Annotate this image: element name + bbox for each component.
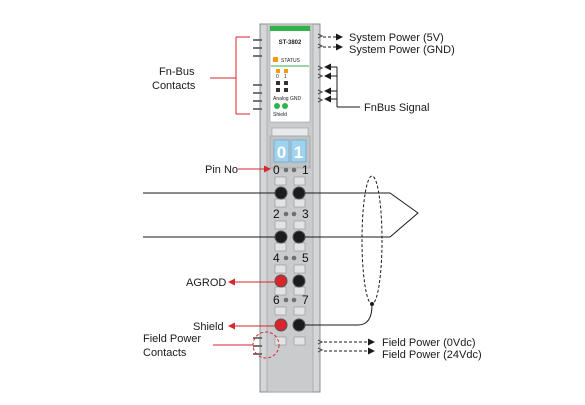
io-module: ST-3802 STATUS 0 1 Analog GND Shield 0 1… [253,23,324,393]
shield-label: Shield [193,321,224,333]
fn-bus-contacts-right [317,33,324,353]
terminal-7 [292,318,306,332]
module-green-stripe [270,26,310,31]
fnbus-signal-label: FnBus Signal [364,102,429,114]
pin-number-3: 3 [302,207,309,221]
sensor-twisted-pair [305,192,419,238]
terminal-3 [292,230,306,244]
field-power-arrows [324,338,375,355]
channel-digit-0 [273,139,290,163]
terminal-4-agrod [274,274,288,288]
pin-number-1: 1 [302,163,309,177]
shield-led-2 [282,103,288,109]
terminal-6-shield [274,318,288,332]
terminal-1 [292,186,306,200]
system-power-gnd-label: System Power (GND) [349,44,455,56]
field-power-contacts-label-line1: Field Power [143,333,201,345]
fnbus-signal-connector [324,63,360,108]
agrod-label: AGROD [186,277,226,289]
terminal-5 [292,274,306,288]
status-label: STATUS [281,58,301,64]
shield-led-1 [274,103,280,109]
pin-number-6: 6 [273,293,280,307]
cable-shield [361,175,383,305]
pin-no-label: Pin No [205,164,238,176]
pin-number-2: 2 [273,207,280,221]
fn-bus-contacts-label-line2: Contacts [152,80,196,92]
fn-bus-contacts-bracket [210,36,250,115]
field-power-24vdc-label: Field Power (24Vdc) [382,349,482,361]
fn-bus-contacts-left [253,39,262,110]
pin-number-0: 0 [273,163,280,177]
digit-1-text: 1 [294,143,303,162]
field-power-contacts-label-line2: Contacts [143,347,187,359]
pin-number-4: 4 [273,251,280,265]
shield-drain-wire [305,304,373,326]
shield-module-label: Shield [273,112,287,118]
system-power-arrows [323,33,343,51]
terminal-block: 0 1 2 3 4 5 6 7 [273,163,309,346]
channel-1-led [284,69,288,73]
channel-digit-1 [290,139,307,163]
pin-number-5: 5 [302,251,309,265]
digit-0-text: 0 [277,143,286,162]
terminal-0 [274,186,288,200]
channel-1-label: 1 [284,74,287,80]
channel-0-label: 0 [276,74,279,80]
terminal-2 [274,230,288,244]
module-model: ST-3802 [279,40,302,46]
field-power-0vdc-label: Field Power (0Vdc) [382,337,476,349]
system-power-5v-label: System Power (5V) [349,32,444,44]
analog-gnd-label: Analog GND [273,96,301,102]
fn-bus-contacts-label-line1: Fn-Bus [159,66,195,78]
pin-number-7: 7 [302,293,309,307]
status-led [273,57,278,62]
shield-connection-dot [370,302,374,306]
channel-0-led [276,69,280,73]
